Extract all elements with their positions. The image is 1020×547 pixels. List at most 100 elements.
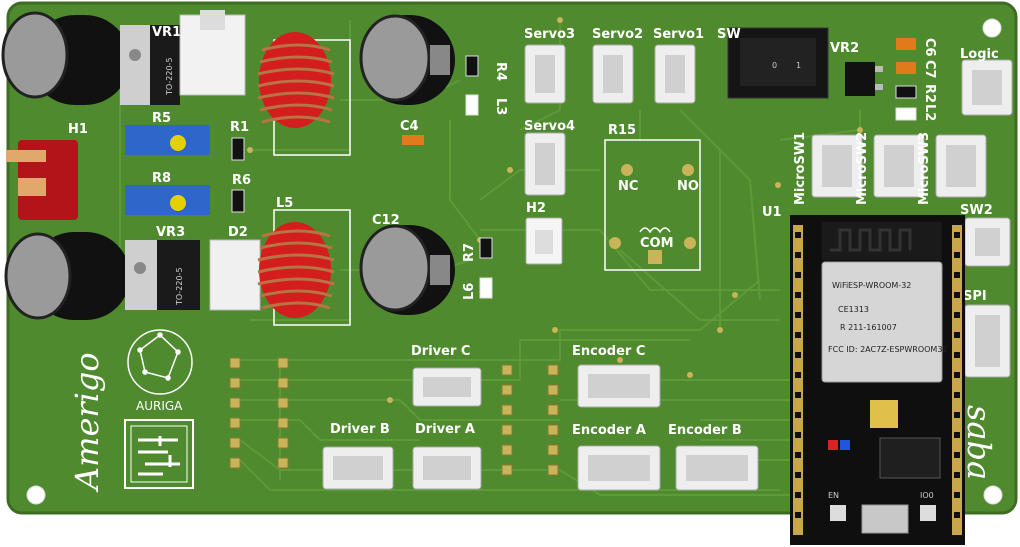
label-c12: C12	[372, 213, 400, 228]
esp32-devkit: ESP-WROOM-32 WiFi CE1313 R 211-161007 FC…	[790, 215, 965, 545]
connector-sw2	[964, 217, 1011, 267]
resistor-r1	[231, 137, 245, 161]
svg-text:0: 0	[772, 61, 777, 70]
connector-encoder-a	[577, 445, 661, 491]
resistor-r4	[465, 55, 479, 77]
label-vr2: VR2	[830, 41, 859, 56]
brand-amerigo: Amerigo	[68, 352, 106, 493]
diode-d2	[209, 239, 261, 311]
capacitor-top-mid	[359, 14, 455, 105]
label-l2: L2	[922, 104, 937, 121]
label-driver-a: Driver A	[415, 422, 475, 437]
label-r2: R2	[922, 84, 937, 103]
inductor-l6	[479, 277, 493, 299]
regulator-vr1: TO-220-5	[120, 25, 180, 105]
relay-r15	[604, 139, 701, 271]
label-logic: Logic	[960, 47, 999, 62]
label-c6: C6	[922, 38, 937, 57]
svg-text:EN: EN	[828, 491, 839, 500]
connector-microsw3	[935, 134, 987, 198]
label-h2: H2	[526, 201, 546, 216]
label-r4: R4	[493, 62, 508, 81]
resistor-r6	[231, 189, 245, 213]
capacitor-c4	[402, 135, 424, 145]
label-microsw1: MicroSW1	[793, 132, 808, 205]
label-r15: R15	[608, 123, 636, 138]
label-h1: H1	[68, 122, 88, 137]
capacitor-c6	[896, 38, 916, 50]
label-sw2: SW2	[960, 203, 993, 218]
connector-spi	[964, 304, 1011, 378]
label-l5: L5	[276, 196, 293, 211]
trimmer-r5	[125, 125, 210, 155]
mount-hole	[26, 485, 46, 505]
label-d2: D2	[228, 225, 248, 240]
connector-servo4	[524, 132, 566, 196]
vias	[247, 17, 863, 403]
regulator-vr2	[845, 62, 883, 96]
svg-text:TO-220-5: TO-220-5	[175, 267, 184, 306]
label-l6: L6	[462, 283, 477, 300]
connector-driver-b	[322, 446, 394, 490]
capacitor-c7	[896, 62, 916, 74]
label-r5: R5	[152, 111, 171, 126]
label-servo4: Servo4	[524, 119, 575, 134]
connector-logic	[961, 59, 1013, 116]
connector-encoder-c	[577, 364, 661, 408]
label-c7: C7	[922, 60, 937, 79]
label-r6: R6	[232, 173, 251, 188]
label-encoder-c: Encoder C	[572, 344, 645, 359]
connector-servo3	[524, 44, 566, 104]
connector-driver-c	[412, 367, 482, 407]
label-servo1: Servo1	[653, 27, 704, 42]
connector-h1	[6, 140, 78, 220]
svg-text:WiFi: WiFi	[832, 281, 848, 290]
connector-driver-a	[412, 446, 482, 490]
inductor-l-top	[257, 32, 351, 156]
label-encoder-b: Encoder B	[668, 423, 742, 438]
regulator-vr3: TO-220-5	[125, 240, 200, 310]
label-microsw3: MicroSW3	[917, 132, 932, 205]
label-spi: SPI	[963, 289, 987, 304]
label-servo2: Servo2	[592, 27, 643, 42]
label-c4: C4	[400, 119, 419, 134]
mount-hole	[982, 18, 1002, 38]
brand-saba: saba	[960, 405, 998, 480]
svg-text:CE1313: CE1313	[838, 305, 869, 314]
label-driver-b: Driver B	[330, 422, 390, 437]
label-driver-c: Driver C	[411, 344, 470, 359]
label-com: COM	[640, 236, 674, 251]
label-nc: NC	[618, 179, 638, 194]
inductor-l2	[895, 107, 917, 121]
inductor-l5	[257, 209, 351, 326]
label-sw: SW	[717, 27, 741, 42]
resistor-r2	[895, 85, 917, 99]
label-u1: U1	[762, 205, 782, 220]
logo-text: AURIGA	[136, 399, 183, 413]
connector-microsw2	[873, 134, 925, 198]
connector-servo2	[592, 44, 634, 104]
capacitor-c12	[359, 224, 455, 315]
header-pins-center	[501, 364, 559, 476]
label-r1: R1	[230, 120, 249, 135]
inductor-l3	[465, 94, 479, 116]
svg-text:FCC ID: 2AC7Z-ESPWROOM32: FCC ID: 2AC7Z-ESPWROOM32	[828, 345, 948, 354]
svg-text:ESP-WROOM-32: ESP-WROOM-32	[848, 281, 911, 290]
university-seal	[124, 419, 194, 489]
capacitor-c-topleft	[1, 11, 130, 105]
label-vr3: VR3	[156, 225, 185, 240]
connector-microsw1	[811, 134, 863, 198]
diode-top	[179, 10, 246, 96]
label-servo3: Servo3	[524, 27, 575, 42]
trimmer-r8	[125, 185, 210, 215]
svg-text:IO0: IO0	[920, 491, 934, 500]
connector-servo1	[654, 44, 696, 104]
label-r7: R7	[462, 243, 477, 262]
svg-text:TO-220-5: TO-220-5	[165, 57, 174, 96]
label-r8: R8	[152, 171, 171, 186]
connector-encoder-b	[675, 445, 759, 491]
label-vr1: VR1	[152, 25, 181, 40]
capacitor-c-bottomleft	[4, 232, 130, 320]
